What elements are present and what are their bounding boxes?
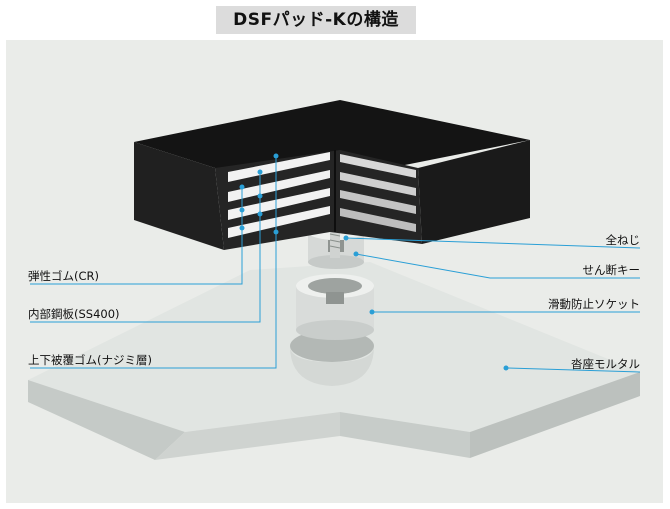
pad-right-face [418,140,530,244]
steel-plate-layers-left [228,152,330,238]
socket-opening [308,278,362,294]
label-elastic-rubber: 弾性ゴム(CR) [28,269,99,283]
base-slab-left-side [28,380,185,460]
diagram-title: DSFパッド-Kの構造 [233,10,399,30]
leader-cover-rubber [30,156,277,369]
title-background [216,6,416,34]
label-full-thread-bolt: 全ねじ [605,233,641,247]
leader-elastic-rubber [30,187,243,285]
leader-shear-key [355,253,640,279]
mortar-hole-wall [290,346,374,386]
label-bed-mortar: 沓座モルタル [571,357,640,371]
shear-key-bottom [308,255,364,269]
label-shear-key: せん断キー [582,263,641,277]
label-steel-plate: 内部鋼板(SS400) [28,307,120,321]
base-slab-front-right [340,412,470,458]
pad-left-face [134,142,224,250]
steel-plate-layers-right [340,154,416,232]
leader-steel-plate [30,172,261,323]
socket-slot [326,292,344,304]
bolt-shaft [330,210,340,258]
leader-dots [239,153,509,371]
leader-mortar [505,367,641,373]
label-anti-slip-socket: 滑動防止ソケット [548,297,640,311]
label-cover-rubber: 上下被覆ゴム(ナジミ層) [28,353,152,367]
base-slab-front-left [155,412,340,460]
leader-lines [30,156,641,373]
base-slab-right-side [470,372,640,458]
leader-full-thread [345,237,641,249]
socket-bottom [296,320,374,340]
pad-top-face [134,100,530,178]
